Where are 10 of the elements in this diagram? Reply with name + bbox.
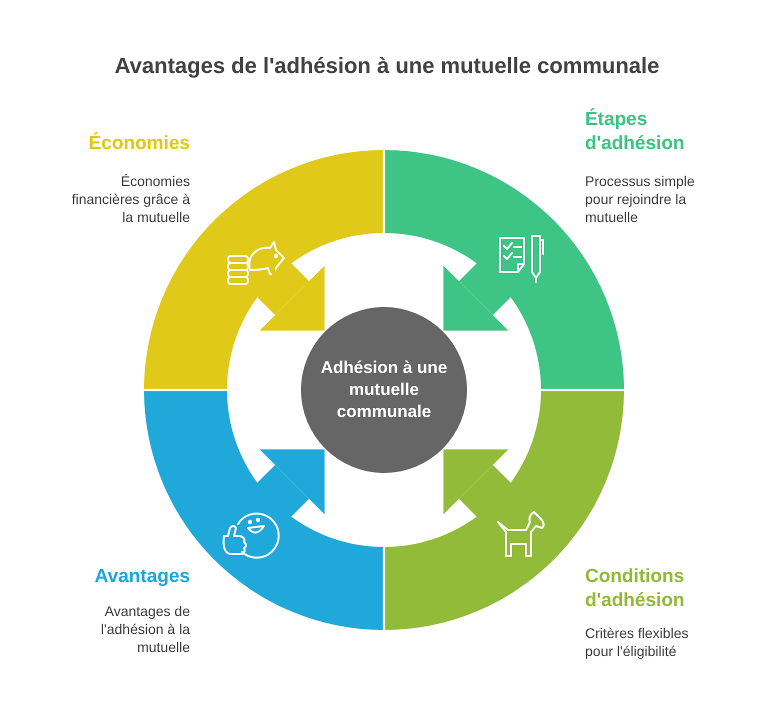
diagram-title: Avantages de l'adhésion à une mutuelle communale (114, 53, 660, 79)
section-description: Avantages de l'adhésion à la mutuelle (100, 602, 190, 656)
section-title: Économies (88, 132, 190, 156)
section-title: Conditions d'adhésion (585, 565, 686, 613)
section-title: Avantages (94, 565, 190, 589)
center-text: Adhésion à une mutuelle communale (320, 357, 448, 423)
section-description: Processus simple pour rejoindre la mutuelle (585, 172, 696, 226)
section-title: Étapes d'adhésion (585, 108, 686, 156)
section-description: Critères flexibles pour l'éligibilité (585, 624, 690, 660)
section-description: Économies financières grâce à la mutuelle (70, 172, 190, 226)
